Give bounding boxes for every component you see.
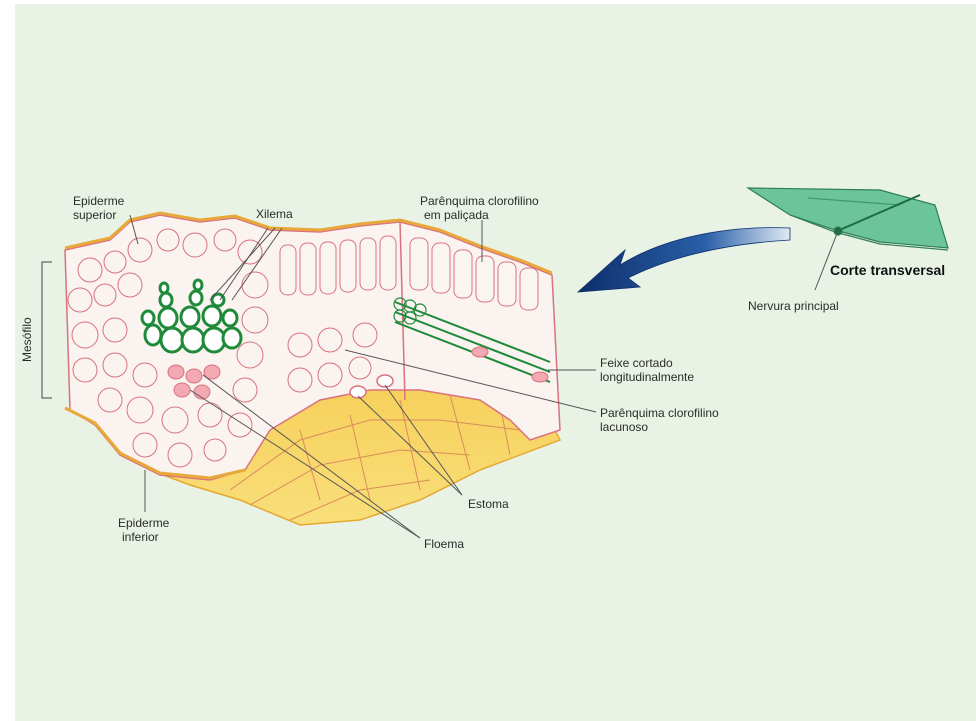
label-nervura-principal: Nervura principal	[748, 299, 839, 313]
label-estoma: Estoma	[468, 497, 509, 511]
label-corte-transversal: Corte transversal	[830, 263, 945, 277]
label-parenquima-lacunoso: Parênquima clorofilino lacunoso	[600, 406, 719, 434]
label-mesofilo: Mesófilo	[20, 317, 34, 362]
curved-arrow-icon	[578, 228, 790, 292]
label-feixe-cortado: Feixe cortado longitudinalmente	[600, 356, 694, 384]
label-epiderme-inferior: Epiderme inferior	[118, 516, 169, 544]
label-epiderme-superior: Epiderme superior	[73, 194, 124, 222]
label-floema: Floema	[424, 537, 464, 551]
mesophyll-bracket	[42, 262, 52, 398]
label-parenquima-palicada: Parênquima clorofilino em paliçada	[420, 194, 539, 222]
label-xilema: Xilema	[256, 207, 293, 221]
